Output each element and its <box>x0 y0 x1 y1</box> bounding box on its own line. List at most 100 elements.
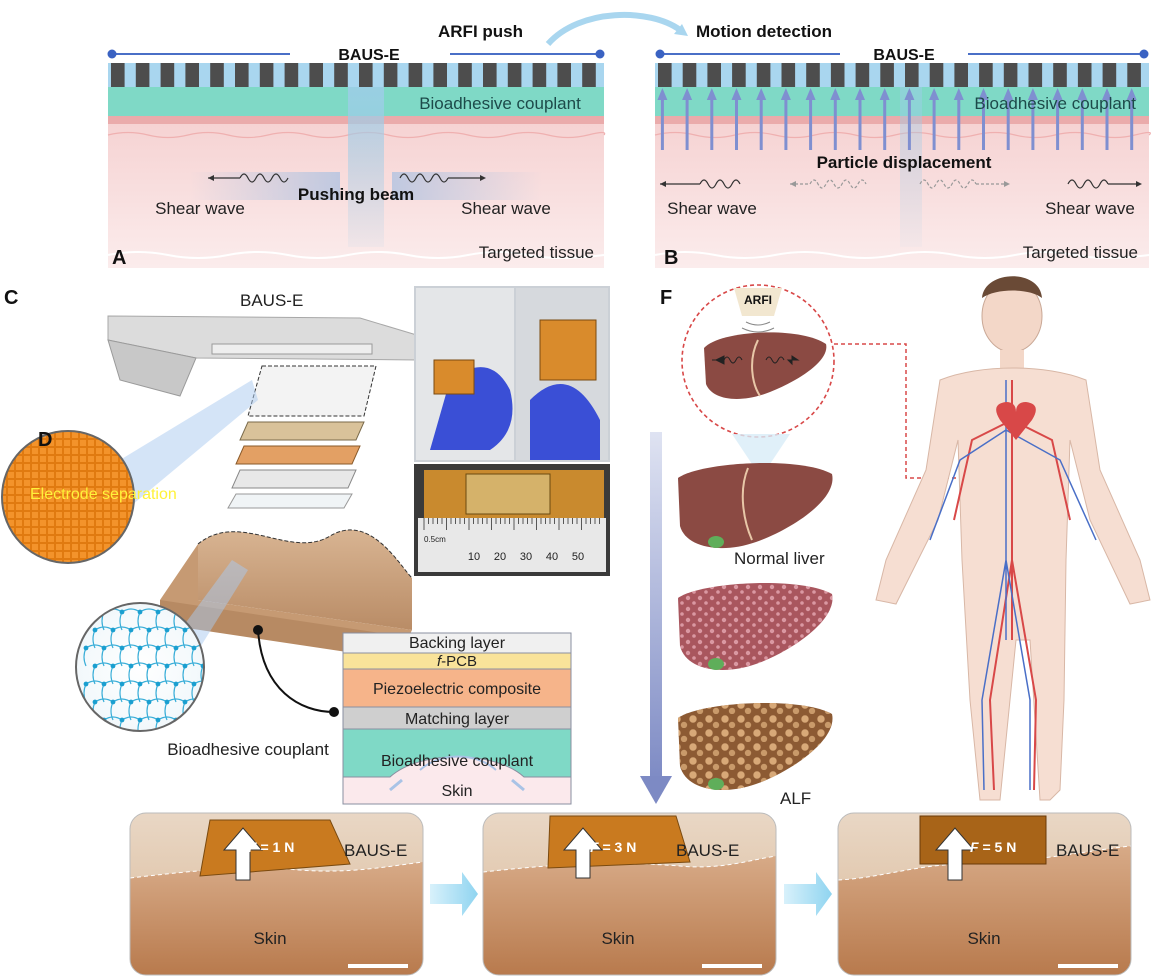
transition-arrow-1 <box>430 872 478 916</box>
electrode-element <box>309 63 323 87</box>
device-label-a: BAUS-E <box>338 47 400 64</box>
electrode-element <box>111 63 125 87</box>
mesh-node <box>147 628 152 633</box>
pushing-beam-label-line1: Pushing beam <box>298 185 414 204</box>
mesh-node <box>156 718 161 723</box>
force-val-1: = 1 N <box>257 839 295 855</box>
mesh-node <box>165 664 170 669</box>
layer-matching <box>232 470 356 488</box>
layer-label-fpcb: f-PCB <box>437 653 477 670</box>
layer-couplant-thin <box>228 494 352 508</box>
electrode-element <box>285 63 299 87</box>
electrode-element <box>334 63 348 87</box>
targeted-tissue-label-a: Targeted tissue <box>479 243 594 262</box>
particle-displacement-label: Particle displacement <box>817 153 992 172</box>
mesh-node <box>129 628 134 633</box>
mesh-node <box>192 682 197 687</box>
panel-letter-b: B <box>664 247 678 269</box>
shear-wave-label-left-a: Shear wave <box>155 199 245 218</box>
electrode-element <box>683 63 697 87</box>
ruler-unit-label: 0.5cm <box>424 535 446 544</box>
electrode-element <box>930 63 944 87</box>
mesh-node <box>102 646 107 651</box>
electrode-element <box>1127 63 1141 87</box>
mesh-node <box>147 664 152 669</box>
electrode-element <box>1078 63 1092 87</box>
device-label-e1: BAUS-E <box>344 841 407 860</box>
liver-fibrosis-spots <box>678 583 833 670</box>
mesh-strand <box>201 699 221 720</box>
electrode-element <box>707 63 721 87</box>
force-photo-1 <box>130 813 423 975</box>
mesh-node <box>183 628 188 633</box>
device-label-c: BAUS-E <box>240 291 303 310</box>
couplant-label-b: Bioadhesive couplant <box>974 94 1136 113</box>
force-photo-1-skin <box>130 862 423 975</box>
mesh-node <box>183 700 188 705</box>
panel-e: E F = 1 N BAUS-E Skin F = 3 N BAUS-E Ski… <box>130 813 1131 975</box>
electrode-element <box>582 63 596 87</box>
layer-fpcb <box>240 422 364 440</box>
electrode-separation-label: Electrode separation <box>30 486 177 503</box>
cable-end-left-b <box>656 50 665 59</box>
skin-label-e1: Skin <box>253 929 286 948</box>
pushing-beam-label: Pushing beam <box>298 185 414 204</box>
electrode-element <box>161 63 175 87</box>
panel-letter-a: A <box>112 247 126 269</box>
motion-detection-label: Motion detection <box>696 22 832 41</box>
mesh-node <box>120 718 125 723</box>
mesh-node <box>120 646 125 651</box>
device-label-b: BAUS-E <box>873 47 935 64</box>
arfi-label: ARFI <box>744 293 772 307</box>
electrode-element <box>384 63 398 87</box>
shear-shadow-right-a <box>392 172 542 200</box>
force-val-2: = 3 N <box>599 839 637 855</box>
liver-alf-nodules <box>678 703 833 790</box>
panel-letter-c: C <box>4 287 18 309</box>
force-photo-2-skin <box>483 856 776 975</box>
transition-arc <box>548 15 680 44</box>
device-patch <box>466 474 550 514</box>
mesh-node <box>138 646 143 651</box>
electrode-element <box>409 63 423 87</box>
force-photo-3 <box>838 813 1131 975</box>
electrode-element <box>359 63 373 87</box>
force-label-3: F = 5 N <box>970 839 1016 855</box>
mesh-node <box>84 646 89 651</box>
gallbladder-normal <box>708 536 724 548</box>
top-header: ARFI push Motion detection <box>438 15 832 44</box>
zoom-wedge <box>732 434 790 464</box>
mesh-node <box>102 682 107 687</box>
electrode-element <box>856 63 870 87</box>
mesh-node <box>84 610 89 615</box>
mesh-node <box>201 700 206 705</box>
mesh-node <box>174 682 179 687</box>
bioadhesive-couplant-text: Bioadhesive couplant <box>167 740 329 759</box>
mesh-node <box>84 718 89 723</box>
panel-c: C BAUS-E D Electrode separation Bioadhes… <box>0 286 610 804</box>
transition-arrow-2 <box>784 872 832 916</box>
ruler-tick-label: 40 <box>546 551 558 563</box>
mesh-node <box>111 628 116 633</box>
shear-wave-label-left-b: Shear wave <box>667 199 757 218</box>
connector-dot-start <box>253 625 263 635</box>
gallbladder-alf <box>708 778 724 790</box>
electrode-element <box>1053 63 1067 87</box>
mesh-node <box>147 700 152 705</box>
cable-bar <box>212 344 372 354</box>
mesh-node <box>111 664 116 669</box>
mesh-node <box>165 628 170 633</box>
mesh-node <box>84 682 89 687</box>
electrode-element <box>954 63 968 87</box>
electrode-element <box>1103 63 1117 87</box>
skin-label-e3: Skin <box>967 929 1000 948</box>
backing-strip-a <box>108 63 604 87</box>
layer-label-couplant: Bioadhesive couplant <box>381 753 534 770</box>
ruler-tick-label: 50 <box>572 551 584 563</box>
panel-letter-f: F <box>660 287 672 309</box>
normal-liver-label: Normal liver <box>734 549 825 568</box>
mesh-node <box>129 664 134 669</box>
electrode-element <box>658 63 672 87</box>
liver-normal <box>678 463 833 548</box>
